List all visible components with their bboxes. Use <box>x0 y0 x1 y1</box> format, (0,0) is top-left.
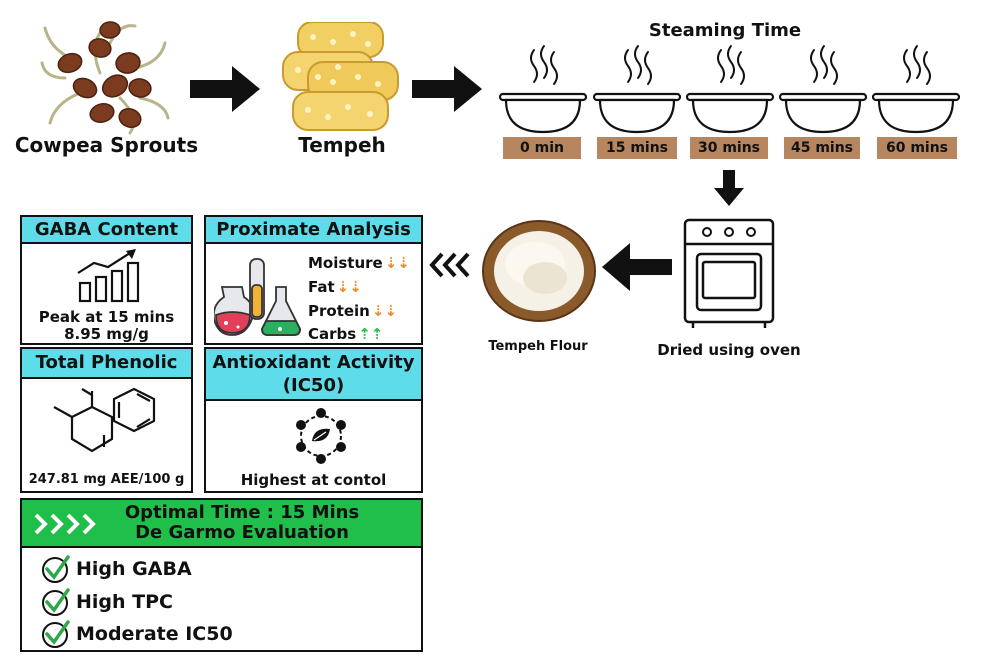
triple-chevron-left-icon <box>429 252 470 278</box>
proximate-title: Proximate Analysis <box>206 217 421 244</box>
optimal-panel: Optimal Time : 15 Mins De Garmo Evaluati… <box>20 498 423 652</box>
antioxidant-value: Highest at contol <box>240 471 387 489</box>
checkmark-icon <box>42 620 70 648</box>
steaming-pot-icon <box>685 45 775 134</box>
gaba-title: GABA Content <box>22 217 191 244</box>
antioxidant-molecule-icon <box>296 408 346 464</box>
gaba-peak: Peak at 15 mins <box>38 308 175 326</box>
cowpea-sprouts-image <box>40 21 170 135</box>
bar-chart-growth-icon <box>77 249 140 303</box>
arrow-right-icon <box>412 66 482 112</box>
gaba-panel: GABA Content Peak at 15 mins 8.95 mg/g <box>20 215 193 345</box>
phenolic-value: 247.81 mg AEE/100 g <box>28 472 185 487</box>
tempeh-label: Tempeh <box>298 133 386 157</box>
chevrons-right-icon <box>34 513 96 535</box>
arrow-left-icon <box>602 243 672 291</box>
nutrient-carbs: Carbs⇡⇡ <box>308 325 384 343</box>
optimal-header: Optimal Time : 15 Mins De Garmo Evaluati… <box>22 500 421 548</box>
time-tag-0: 0 min <box>503 137 581 159</box>
down-arrows-icon: ⇣⇣ <box>371 302 398 320</box>
up-arrows-icon: ⇡⇡ <box>358 325 384 343</box>
steaming-pot-icon <box>498 45 588 134</box>
gaba-value: 8.95 mg/g <box>64 325 149 343</box>
steaming-pot-icon <box>592 45 682 134</box>
steaming-title: Steaming Time <box>648 20 802 41</box>
phenolic-panel: Total Phenolic 247.81 mg AEE/100 g <box>20 347 193 493</box>
nutrient-fat: Fat⇣⇣ <box>308 278 362 296</box>
arrow-down-icon <box>714 170 744 206</box>
checkmark-icon <box>42 555 70 583</box>
oven-label: Dried using oven <box>657 341 801 359</box>
tempeh-flour-image <box>482 220 596 322</box>
down-arrows-icon: ⇣⇣ <box>384 254 410 272</box>
check-item-ic50: Moderate IC50 <box>40 619 233 649</box>
oven-icon <box>683 218 775 328</box>
phenolic-title: Total Phenolic <box>22 349 191 379</box>
antioxidant-title: Antioxidant Activity (IC50) <box>206 349 421 401</box>
chemical-structure-icon <box>53 387 156 453</box>
proximate-panel: Proximate Analysis Moisture⇣⇣ Fat⇣⇣ Prot… <box>204 215 423 345</box>
degarmo-evaluation: De Garmo Evaluation <box>135 522 349 543</box>
time-tag-15: 15 mins <box>597 137 677 159</box>
check-item-tpc: High TPC <box>40 587 173 617</box>
time-tag-30: 30 mins <box>690 137 768 159</box>
down-arrows-icon: ⇣⇣ <box>336 278 362 296</box>
optimal-time: Optimal Time : 15 Mins <box>124 502 360 523</box>
lab-flasks-icon <box>214 258 301 336</box>
flour-label: Tempeh Flour <box>488 339 588 354</box>
time-tag-60: 60 mins <box>877 137 957 159</box>
nutrient-protein: Protein⇣⇣ <box>308 302 398 320</box>
tempeh-image <box>282 22 399 131</box>
check-item-gaba: High GABA <box>40 554 192 584</box>
nutrient-moisture: Moisture⇣⇣ <box>308 254 410 272</box>
steaming-pot-icon <box>778 45 868 134</box>
sprouts-label: Cowpea Sprouts <box>14 133 199 157</box>
checkmark-icon <box>42 588 70 616</box>
steaming-pot-icon <box>871 45 961 134</box>
time-tag-45: 45 mins <box>784 137 860 159</box>
antioxidant-panel: Antioxidant Activity (IC50) Highest at c… <box>204 347 423 493</box>
arrow-right-icon <box>190 66 260 112</box>
